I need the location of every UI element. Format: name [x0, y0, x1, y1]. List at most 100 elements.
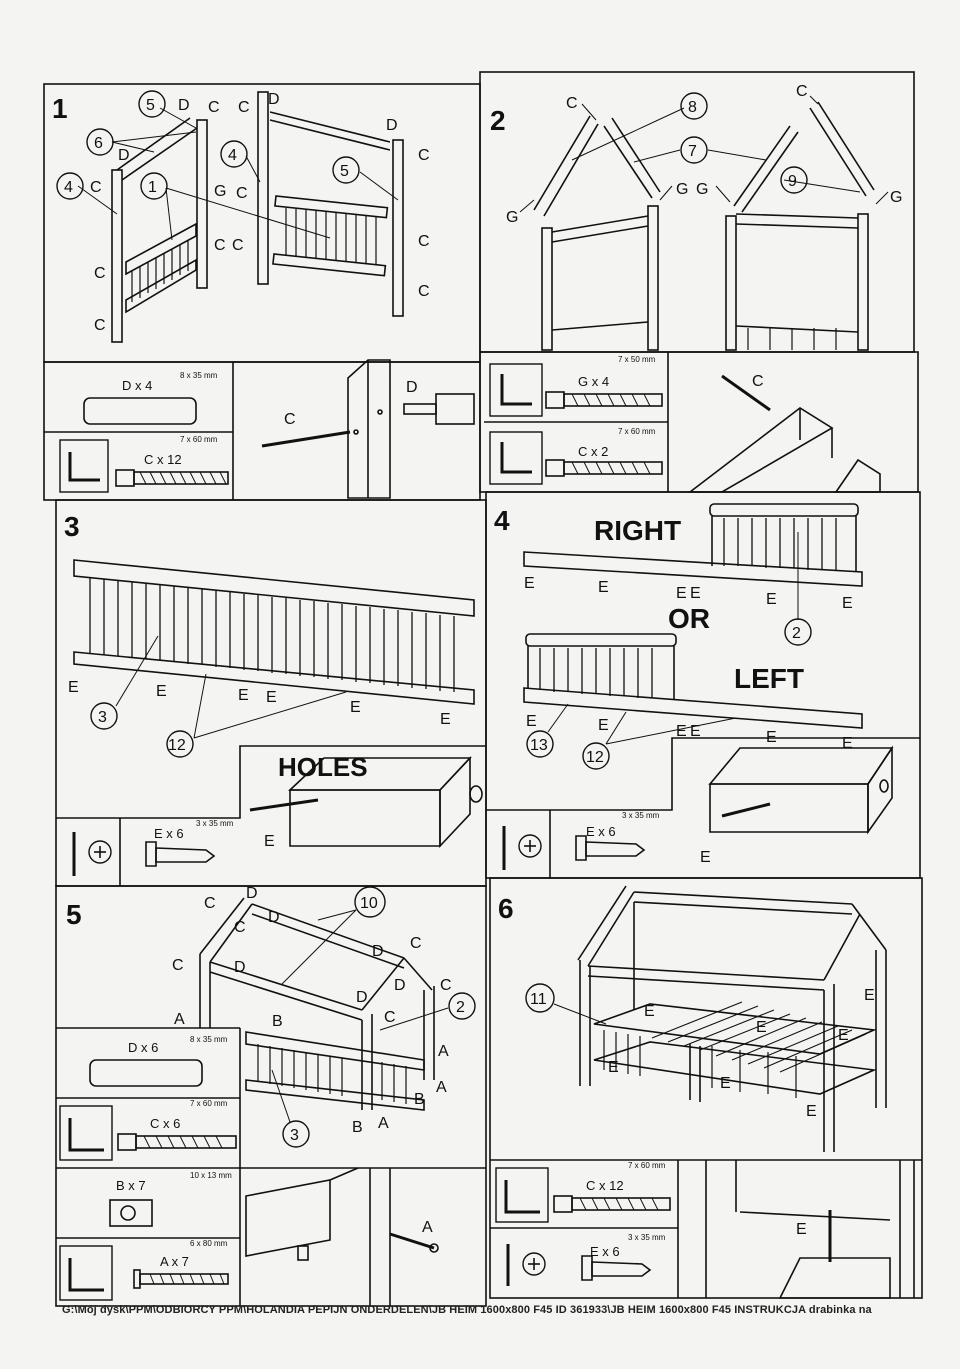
s1-callout: 5: [146, 97, 155, 114]
step-6-number: 6: [498, 893, 514, 924]
hex-key-icon: [68, 1258, 104, 1292]
s2-part: G: [890, 189, 902, 206]
s5-part: B: [352, 1119, 363, 1136]
s2-callout: 8: [688, 99, 697, 116]
s3-part: E: [350, 699, 361, 716]
s2-callout: 9: [788, 173, 797, 190]
s5-part: D: [394, 977, 406, 994]
step-1-number: 1: [52, 93, 68, 124]
s1-part: D: [268, 91, 280, 108]
s1-detail-bolt: C: [284, 411, 296, 428]
s3-callout: 12: [168, 737, 186, 754]
s4-part: E: [598, 579, 609, 596]
s4-part: E: [766, 729, 777, 746]
s2-part: G: [676, 181, 688, 198]
s6-part: E: [806, 1103, 817, 1120]
file-path-footer: G:\Mój dysk\PPM\ODBIORCY PPM\HOLANDIA PE…: [62, 1304, 872, 1316]
hex-key-icon: [68, 1118, 104, 1152]
step-4-drawing: RIGHT OR LEFT: [502, 503, 894, 870]
s5-bolt-qty: C x 6: [150, 1116, 180, 1131]
s5-detail-bolt: A: [422, 1219, 433, 1236]
s5-part: A: [436, 1079, 447, 1096]
s1-part: G: [214, 183, 226, 200]
s5-part: C: [234, 919, 246, 936]
s4-part: E: [598, 717, 609, 734]
s3-screw-part: E: [264, 833, 275, 850]
phillips-icon: [88, 840, 112, 864]
s5-part: A: [378, 1115, 389, 1132]
dowel-icon: [89, 1059, 203, 1087]
s2-callout: 7: [688, 143, 697, 160]
bolt-c-icon: [117, 1133, 137, 1151]
s1-part: C: [214, 237, 226, 254]
s3-callout: 3: [98, 709, 107, 726]
s4-screw-qty: E x 6: [586, 824, 616, 839]
step-1-drawing: 5 6 4 1 4 5 D C C D D C D C G C C C C C …: [56, 90, 430, 343]
s6-part: E: [608, 1059, 619, 1076]
s5-part: A: [174, 1011, 185, 1028]
bolt-a-icon: [133, 1269, 141, 1289]
s4-left-label: LEFT: [734, 663, 804, 694]
screw-e-icon: [721, 802, 771, 818]
s4-or-label: OR: [668, 603, 710, 634]
s1-callout: 1: [148, 179, 157, 196]
s3-part: E: [266, 689, 277, 706]
s5-part: B: [414, 1091, 425, 1108]
s1-part: C: [418, 233, 430, 250]
dowel-icon: [83, 397, 197, 425]
step-3-drawing: 3 12 E E E E E E HOLES E E x 6 3 x 35 mm: [68, 559, 483, 876]
bolt-c-icon: [721, 374, 771, 412]
step-3-number: 3: [64, 511, 80, 542]
s5-part: C: [384, 1009, 396, 1026]
s5-part: C: [172, 957, 184, 974]
s6-part: E: [756, 1019, 767, 1036]
s6-callout: 11: [530, 991, 547, 1008]
s5-bolt-a-qty: A x 7: [160, 1254, 189, 1269]
s3-screw-qty: E x 6: [154, 826, 184, 841]
s1-part: C: [238, 99, 250, 116]
step-2-number: 2: [490, 105, 506, 136]
s1-part: C: [418, 147, 430, 164]
step-4-number: 4: [494, 505, 510, 536]
s5-callout: 3: [290, 1127, 299, 1144]
s2-bolt-c-qty: C x 2: [578, 444, 608, 459]
s1-part: D: [386, 117, 398, 134]
s1-part: C: [94, 265, 106, 282]
s1-part: C: [94, 317, 106, 334]
s1-bolt-size: 7 x 60 mm: [180, 435, 218, 444]
s6-bolt-qty: C x 12: [586, 1178, 624, 1193]
phillips-icon: [518, 834, 542, 858]
s4-part: E: [526, 713, 537, 730]
s1-dowel-qty: D x 4: [122, 378, 152, 393]
s4-part: E: [842, 735, 853, 752]
s6-hardware: C x 12 7 x 60 mm E x 6 3 x 35 mm E: [495, 1160, 915, 1299]
s6-detail-screw: E: [796, 1221, 807, 1238]
s5-part: C: [410, 935, 422, 952]
s5-part: D: [246, 885, 258, 902]
s5-part: C: [440, 977, 452, 994]
s6-screw-size: 3 x 35 mm: [628, 1233, 666, 1242]
s4-part: E: [524, 575, 535, 592]
bolt-c-icon: [261, 430, 351, 448]
s5-part: D: [372, 943, 384, 960]
s1-part: D: [118, 147, 130, 164]
s1-part: C: [236, 185, 248, 202]
s2-bolt-g-size: 7 x 50 mm: [618, 355, 656, 364]
s5-nut-size: 10 x 13 mm: [190, 1171, 232, 1180]
s4-part: E: [766, 591, 777, 608]
s3-part: E: [238, 687, 249, 704]
s1-bolt-qty: C x 12: [144, 452, 182, 467]
s4-right-label: RIGHT: [594, 515, 681, 546]
s6-screw-qty: E x 6: [590, 1244, 620, 1259]
s1-part: C: [232, 237, 244, 254]
bolt-g-icon: [545, 391, 565, 409]
s4-callout: 2: [792, 625, 801, 642]
s2-bolt-g-qty: G x 4: [578, 374, 609, 389]
phillips-icon: [522, 1252, 546, 1276]
s4-part: E: [690, 723, 701, 740]
hex-key-icon: [504, 1180, 540, 1214]
s4-part: E: [842, 595, 853, 612]
s5-callout: 2: [456, 999, 465, 1016]
